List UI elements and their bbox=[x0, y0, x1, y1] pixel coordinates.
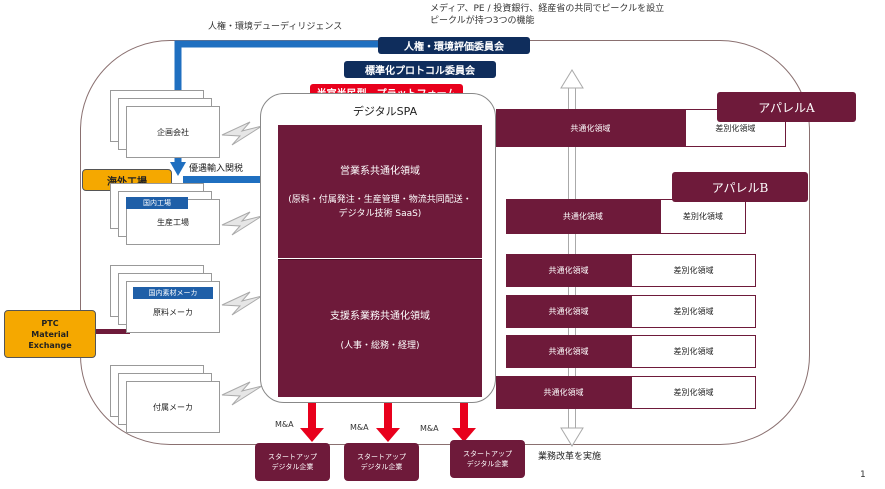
tariff-arrow-body bbox=[183, 176, 263, 183]
ptc-line1: PTC bbox=[41, 318, 59, 328]
planning-company-card: 企画会社 bbox=[126, 106, 220, 158]
spa-title: デジタルSPA bbox=[352, 105, 418, 118]
planning-company-label: 企画会社 bbox=[157, 127, 189, 137]
overseas-factory-label: 海外工場 bbox=[107, 176, 147, 188]
startup-3-line1: スタートアップ bbox=[463, 450, 512, 458]
due-diligence-arrowhead bbox=[170, 162, 186, 176]
company-row-3: 共通化領域 差別化領域 bbox=[506, 335, 756, 368]
due-diligence-label: 人権・環境デューディリジェンス bbox=[208, 22, 343, 32]
startup-2-line2: デジタル企業 bbox=[360, 463, 403, 471]
company-row-4: 共通化領域 差別化領域 bbox=[496, 376, 756, 409]
production-factory-label: 生産工場 bbox=[157, 217, 189, 227]
row-2-common: 共通化領域 bbox=[506, 295, 631, 328]
domestic-factory-tag: 国内工場 bbox=[126, 197, 188, 209]
reform-label: 業務改革を実施 bbox=[538, 452, 602, 462]
startup-2-line1: スタートアップ bbox=[357, 453, 406, 461]
accessory-maker-label: 付属メーカ bbox=[153, 402, 193, 412]
top-note: メディア、PE / 投資銀行、経産省の共同でピークルを設立 ピークルが持つ3つの… bbox=[430, 3, 730, 27]
startup-1-line2: デジタル企業 bbox=[271, 463, 314, 471]
ma-label-3: M&A bbox=[420, 424, 439, 433]
human-rights-committee: 人権・環境評価委員会 bbox=[378, 37, 530, 54]
support-common-area: 支援系業務共通化領域 (人事・総務・経理) bbox=[278, 259, 482, 397]
ma-label-2: M&A bbox=[350, 423, 369, 432]
material-maker-label: 原料メーカ bbox=[153, 307, 193, 317]
row-1-common: 共通化領域 bbox=[506, 254, 631, 287]
sales-area-detail: (原料・付属発注・生産管理・物流共同配送・デジタル技術 SaaS) bbox=[288, 195, 472, 219]
row-1-diff: 差別化領域 bbox=[630, 254, 756, 287]
apparel-a-label: アパレルA bbox=[717, 92, 856, 122]
ptc-connector bbox=[96, 329, 130, 334]
ma-label-1: M&A bbox=[275, 420, 294, 429]
apparel-b-common: 共通化領域 bbox=[506, 199, 660, 234]
startup-box-2: スタートアップ デジタル企業 bbox=[344, 443, 419, 481]
support-area-detail: (人事・総務・経理) bbox=[340, 340, 420, 351]
reform-arrow-down bbox=[560, 427, 584, 447]
apparel-b-row: 共通化領域 差別化領域 bbox=[506, 199, 746, 234]
row-2-diff: 差別化領域 bbox=[630, 295, 756, 328]
ptc-line2: Material bbox=[31, 329, 69, 339]
page-number: 1 bbox=[860, 470, 866, 480]
support-area-title: 支援系業務共通化領域 bbox=[330, 310, 430, 322]
startup-1-line1: スタートアップ bbox=[268, 453, 317, 461]
top-note-line1: メディア、PE / 投資銀行、経産省の共同でピークルを設立 bbox=[430, 4, 665, 14]
startup-box-1: スタートアップ デジタル企業 bbox=[255, 443, 330, 481]
ptc-line3: Exchange bbox=[28, 340, 72, 350]
apparel-a-common: 共通化領域 bbox=[496, 109, 685, 147]
row-4-common: 共通化領域 bbox=[496, 376, 631, 409]
apparel-b-label: アパレルB bbox=[672, 172, 808, 202]
startup-box-3: スタートアップ デジタル企業 bbox=[450, 440, 525, 478]
startup-3-line2: デジタル企業 bbox=[466, 460, 509, 468]
domestic-material-tag: 国内素材メーカ bbox=[133, 287, 213, 299]
sales-common-area: 営業系共通化領域 (原料・付属発注・生産管理・物流共同配送・デジタル技術 Saa… bbox=[278, 125, 482, 258]
ptc-material-exchange: PTC Material Exchange bbox=[4, 310, 96, 358]
top-note-line2: ピークルが持つ3つの機能 bbox=[430, 16, 535, 26]
company-row-2: 共通化領域 差別化領域 bbox=[506, 295, 756, 328]
apparel-b-diff: 差別化領域 bbox=[659, 199, 746, 234]
ma-arrows bbox=[300, 400, 476, 442]
row-3-diff: 差別化領域 bbox=[630, 335, 756, 368]
reform-arrow-up bbox=[560, 69, 584, 89]
accessory-maker-card: 付属メーカ bbox=[126, 381, 220, 433]
tariff-label: 優遇輸入関税 bbox=[189, 164, 244, 174]
sales-area-title: 営業系共通化領域 bbox=[340, 166, 420, 177]
company-row-1: 共通化領域 差別化領域 bbox=[506, 254, 756, 287]
row-3-common: 共通化領域 bbox=[506, 335, 631, 368]
row-4-diff: 差別化領域 bbox=[630, 376, 756, 409]
protocol-committee: 標準化プロトコル委員会 bbox=[344, 61, 496, 78]
